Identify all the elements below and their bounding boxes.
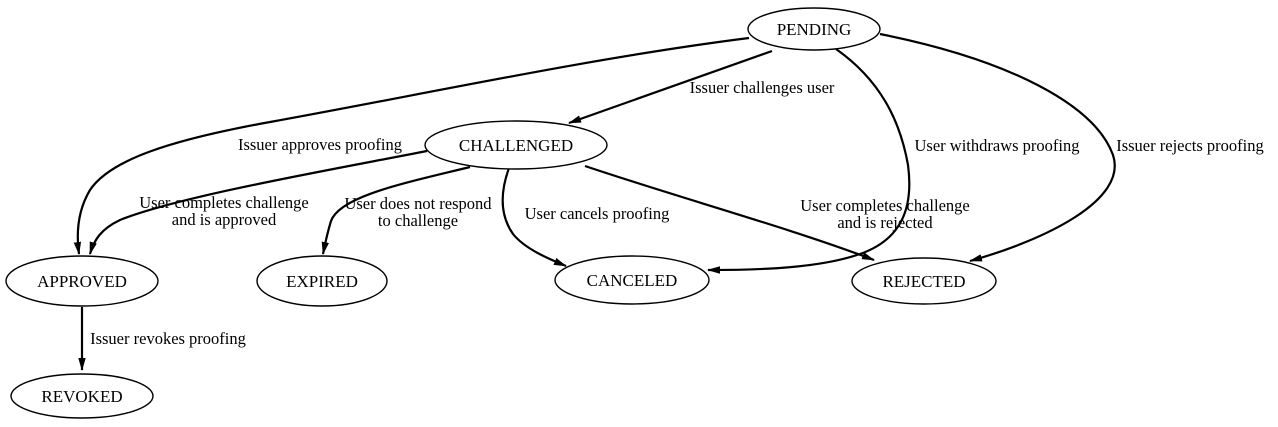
node-label-challenged: CHALLENGED (459, 136, 573, 155)
edge-challenged-rejected (584, 164, 875, 262)
node-ellipse-expired (256, 255, 388, 307)
node-ellipse-challenged (424, 120, 608, 170)
edge-label-challenged-expired-line2: to challenge (378, 211, 458, 230)
node-label-revoked: REVOKED (41, 387, 122, 406)
edge-label-challenged-approved-line2: and is approved (172, 210, 277, 229)
node-ellipse-approved (5, 255, 159, 307)
edge-label-pending-canceled-line1: User withdraws proofing (915, 136, 1080, 155)
edge-challenged-expired (321, 165, 471, 255)
state-node-canceled: CANCELED (554, 255, 710, 305)
state-node-approved: APPROVED (5, 255, 159, 307)
edge-pending-rejected (879, 32, 1116, 263)
edge-label-pending-rejected-line1: Issuer rejects proofing (1116, 136, 1264, 155)
edge-label-pending-challenged-line1: Issuer challenges user (690, 78, 835, 97)
edge-pending-challenged (568, 49, 773, 125)
edge-label-approved-revoked-line1: Issuer revokes proofing (90, 329, 246, 348)
edge-pending-approved (73, 36, 750, 255)
edge-challenged-approved (88, 149, 428, 255)
edge-label-challenged-expired-line1: User does not respond (344, 194, 492, 213)
node-ellipse-canceled (554, 255, 710, 305)
node-label-canceled: CANCELED (587, 271, 678, 290)
nodes-layer: PENDING CHALLENGED APPROVED EXPIRED CANCELED… (5, 7, 997, 419)
edge-label-challenged-rejected-line1: User completes challenge (800, 196, 970, 215)
edge-pending-canceled (707, 48, 911, 274)
node-label-expired: EXPIRED (286, 272, 358, 291)
state-node-challenged: CHALLENGED (424, 120, 608, 170)
node-ellipse-revoked (10, 373, 154, 419)
state-node-pending: PENDING (747, 7, 881, 51)
edge-label-challenged-canceled-line1: User cancels proofing (525, 204, 670, 223)
node-ellipse-rejected (851, 257, 997, 305)
state-node-rejected: REJECTED (851, 257, 997, 305)
node-label-pending: PENDING (777, 20, 852, 39)
node-label-rejected: REJECTED (882, 272, 965, 291)
state-node-revoked: REVOKED (10, 373, 154, 419)
edge-label-challenged-approved-line1: User completes challenge (139, 193, 309, 212)
edge-challenged-canceled (501, 167, 567, 268)
node-label-approved: APPROVED (37, 272, 127, 291)
state-node-expired: EXPIRED (256, 255, 388, 307)
node-ellipse-pending (747, 7, 881, 51)
edge-label-challenged-rejected-line2: and is rejected (837, 213, 933, 232)
edge-label-pending-approved-line1: Issuer approves proofing (238, 135, 402, 154)
